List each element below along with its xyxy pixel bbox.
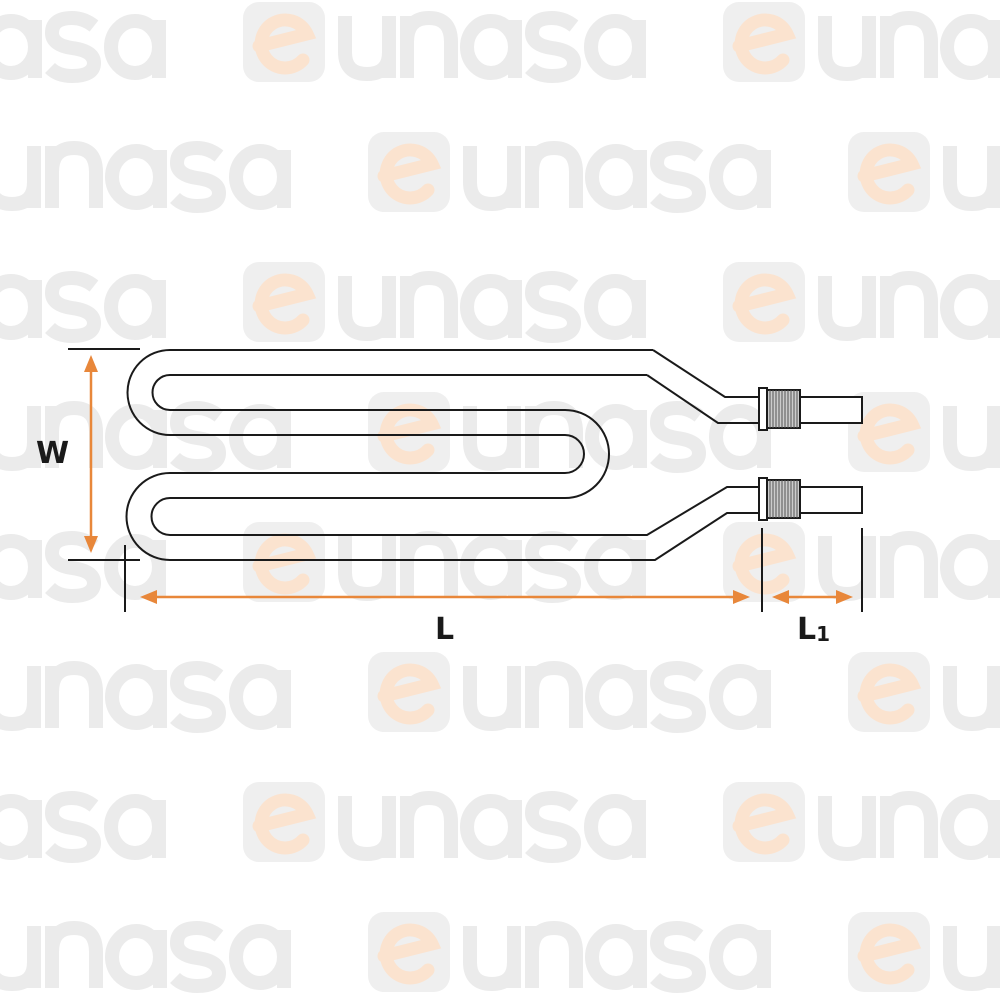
watermark-logo (243, 2, 646, 84)
watermark-logo (0, 790, 166, 864)
watermark-wordmark (0, 790, 166, 864)
watermark-wordmark (0, 270, 166, 344)
watermark-e-mark (732, 13, 797, 75)
watermark-wordmark (0, 10, 166, 84)
watermark-logo (0, 400, 291, 474)
watermark-e-mark (732, 273, 797, 335)
watermark-logo (0, 270, 166, 344)
watermark-logo (0, 920, 291, 994)
watermark-wordmark (463, 400, 771, 474)
heating-element-tube (125, 349, 760, 561)
watermark-logo (368, 912, 771, 994)
thread-lines (769, 390, 798, 518)
watermark-logo (368, 392, 771, 474)
watermark-wordmark (0, 660, 291, 734)
watermark-logo (243, 522, 646, 604)
watermark-e-mark (377, 923, 442, 985)
watermark-e-mark (377, 143, 442, 205)
watermark-logo (848, 912, 1000, 992)
terminal-fitting-top (758, 387, 863, 431)
watermark-e-mark (252, 273, 317, 335)
watermark-logo (368, 132, 771, 214)
watermark-wordmark (943, 926, 1000, 992)
watermark-wordmark (0, 530, 166, 604)
watermark-e-mark (377, 403, 442, 465)
watermark-e-mark (857, 143, 922, 205)
watermark-wordmark (463, 920, 771, 994)
length1-label-main: L (797, 612, 817, 647)
watermark-wordmark (463, 660, 771, 734)
length-label: L (435, 612, 455, 647)
length1-label: L1 (797, 612, 830, 652)
watermark-e-mark (732, 793, 797, 855)
watermark-e-mark (732, 533, 797, 595)
watermark-wordmark (943, 146, 1000, 212)
watermark-e-mark (857, 923, 922, 985)
terminal-fitting-bottom (758, 477, 863, 521)
watermark-logo (0, 10, 166, 84)
watermark-wordmark (818, 530, 1000, 602)
dimension-extension-lines (68, 348, 863, 612)
watermark-wordmark (463, 140, 771, 214)
watermark-wordmark (338, 10, 646, 84)
length1-label-sub: 1 (816, 622, 831, 646)
watermark-wordmark (0, 140, 291, 214)
watermark-e-mark (252, 793, 317, 855)
watermark-wordmark (818, 790, 1000, 862)
watermark-e-mark (857, 663, 922, 725)
watermark-logo (0, 660, 291, 734)
watermark-wordmark (338, 790, 646, 864)
watermark-wordmark (943, 406, 1000, 472)
watermark-e-mark (252, 533, 317, 595)
watermark-logo (723, 782, 1000, 862)
width-label: W (36, 436, 70, 471)
watermark-logo (723, 2, 1000, 82)
watermark-logo (368, 652, 771, 734)
watermark-wordmark (338, 270, 646, 344)
watermark-e-mark (252, 13, 317, 75)
watermark-logo (848, 652, 1000, 732)
watermark-logo (848, 392, 1000, 472)
watermark-logo (243, 262, 646, 344)
watermark-logo (848, 132, 1000, 212)
watermark-wordmark (818, 270, 1000, 342)
watermark-wordmark (0, 400, 291, 474)
watermark-logo (243, 782, 646, 864)
watermark-e-mark (857, 403, 922, 465)
dimension-arrows (84, 355, 853, 604)
watermark-logo (0, 140, 291, 214)
watermark-wordmark (338, 530, 646, 604)
watermark-logo (723, 262, 1000, 342)
watermark-logo (723, 522, 1000, 602)
watermark-logo (0, 530, 166, 604)
watermark-wordmark (818, 10, 1000, 82)
watermark-wordmark (0, 920, 291, 994)
watermark-wordmark (943, 666, 1000, 732)
watermark-e-mark (377, 663, 442, 725)
